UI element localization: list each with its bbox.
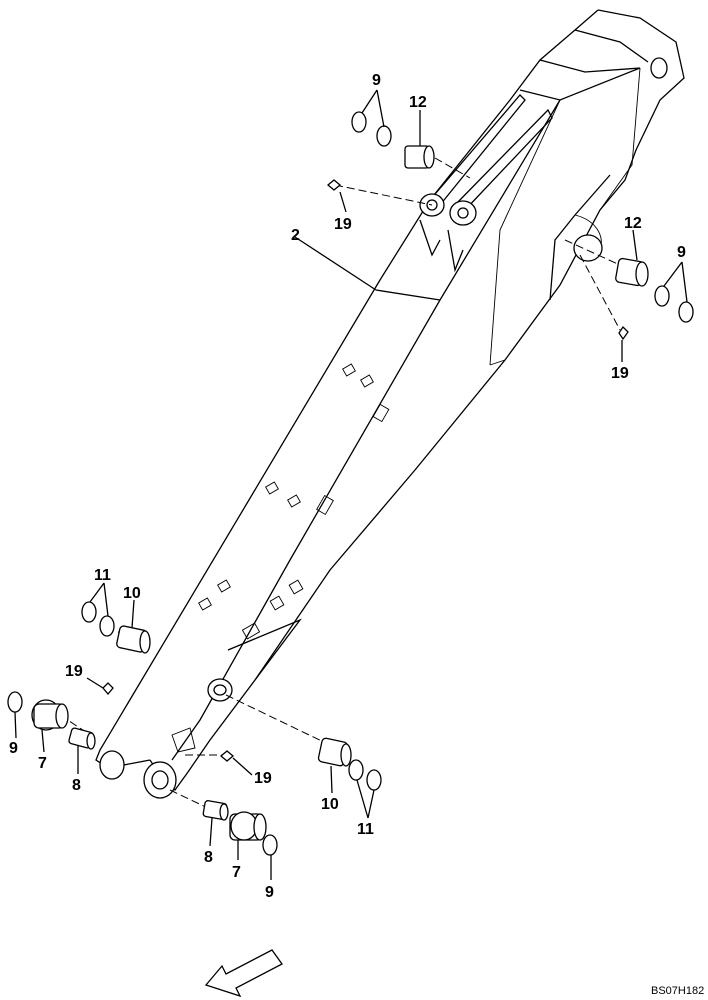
label-10-left: 10 xyxy=(123,585,141,602)
shim-9-right xyxy=(654,285,694,323)
shim-9-left xyxy=(7,691,23,713)
bushing-12-top xyxy=(404,145,435,169)
label-8-bottom: 8 xyxy=(204,849,213,866)
label-19-right: 19 xyxy=(611,365,629,382)
bushing-8-bottom xyxy=(202,800,229,821)
grease-19-left xyxy=(102,682,114,696)
shim-11-left xyxy=(81,601,115,637)
grease-19-bottom xyxy=(219,750,235,762)
part-labels: 9 12 19 2 12 9 19 11 10 19 9 7 8 19 10 1… xyxy=(9,72,686,901)
label-2: 2 xyxy=(291,227,300,244)
shim-11-right xyxy=(348,759,382,791)
grease-19-top xyxy=(326,179,342,191)
pin-bosses xyxy=(99,57,668,799)
assembly-lines xyxy=(59,157,621,811)
front-direction-arrow-icon xyxy=(204,949,283,998)
label-8-left: 8 xyxy=(72,777,81,794)
bushing-10-right xyxy=(317,737,352,767)
boom-assembly xyxy=(95,9,685,791)
label-12-top: 12 xyxy=(409,94,427,111)
shim-9-bottom xyxy=(262,834,278,856)
pipe-clamps xyxy=(198,363,390,640)
label-10-right: 10 xyxy=(321,796,339,813)
label-19-top: 19 xyxy=(334,216,352,233)
label-11-right: 11 xyxy=(357,821,374,838)
leader-lines xyxy=(14,89,688,880)
label-9-bottom: 9 xyxy=(265,884,274,901)
bushing-12-right xyxy=(615,257,649,287)
label-19-bottom: 19 xyxy=(254,770,272,787)
bushing-7-bottom xyxy=(229,811,267,841)
label-7-bottom: 7 xyxy=(232,864,241,881)
bushing-10-left xyxy=(116,625,151,654)
drawing-code: BS07H182 xyxy=(651,985,704,997)
label-7-left: 7 xyxy=(38,755,47,772)
shim-9-top xyxy=(351,111,392,147)
label-12-right: 12 xyxy=(624,215,642,232)
label-9-right: 9 xyxy=(677,244,686,261)
label-19-left: 19 xyxy=(65,663,83,680)
label-9-top: 9 xyxy=(372,72,381,89)
grease-19-right xyxy=(618,325,629,341)
bushing-7-left xyxy=(31,699,69,731)
label-9-left: 9 xyxy=(9,740,18,757)
label-11-left: 11 xyxy=(94,567,111,584)
bushing-8-left xyxy=(68,727,96,750)
